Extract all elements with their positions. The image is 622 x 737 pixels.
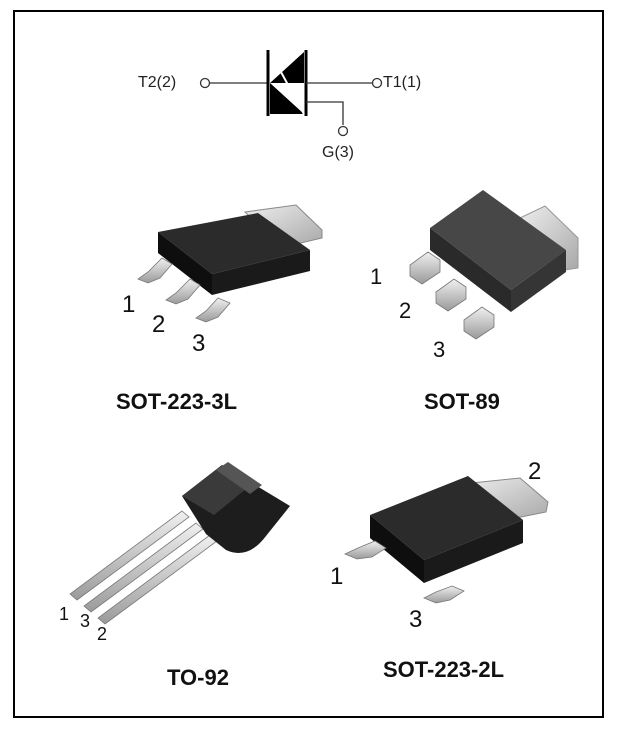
sot89-label: SOT-89	[424, 389, 500, 414]
sot223-3l-body-front	[158, 232, 212, 295]
to92-pin-2: 2	[97, 624, 108, 644]
sot223-2l-pin-3: 3	[409, 606, 423, 633]
triac-diagonal	[269, 51, 305, 115]
sot223-2l-body-side	[424, 520, 523, 583]
sot223-3l-pin-2: 2	[152, 311, 166, 338]
sot223-2l-lead-1	[344, 540, 387, 560]
to92-lead-1	[69, 510, 190, 601]
to92-package	[69, 462, 290, 625]
sot223-2l-pin-2: 2	[528, 458, 542, 485]
t2-label: T2(2)	[138, 74, 177, 91]
sot89-body-top	[430, 190, 566, 290]
sot223-3l-lead-2	[165, 278, 201, 305]
to92-pin-1: 1	[59, 604, 70, 624]
to92-lead-2	[97, 534, 218, 625]
gate-wire	[306, 101, 344, 125]
t1-label: T1(1)	[383, 74, 422, 91]
sot89-lead-2	[435, 278, 467, 312]
sot89-lead-1	[409, 251, 441, 285]
diagram-frame	[13, 10, 604, 718]
sot89-pin-3: 3	[433, 337, 446, 362]
sot223-2l-label: SOT-223-2L	[383, 657, 505, 682]
sot223-2l-pin-1: 1	[330, 563, 344, 590]
to92-pin-3: 3	[80, 611, 91, 631]
t2-terminal	[199, 77, 211, 89]
sot89-package	[409, 190, 579, 340]
sot89-pin-2: 2	[399, 298, 412, 323]
sot223-2l-lead-3	[423, 585, 465, 604]
to92-lead-3	[83, 522, 204, 613]
to92-label: TO-92	[167, 665, 229, 690]
sot223-2l-body-top	[370, 476, 523, 560]
sot223-3l-pin-1: 1	[122, 291, 136, 318]
sot223-3l-body-top	[158, 213, 310, 274]
g-terminal	[337, 125, 349, 137]
sot223-2l-package	[344, 476, 549, 604]
triac-upper-triangle	[270, 52, 304, 83]
sot223-3l-body-side	[212, 250, 310, 295]
sot223-3l-lead-3	[195, 297, 231, 323]
triac-symbol	[199, 50, 383, 137]
sot89-lead-3	[463, 306, 495, 340]
sot223-3l-label: SOT-223-3L	[116, 389, 238, 414]
t1-terminal	[371, 77, 383, 89]
sot223-3l-lead-1	[137, 257, 173, 284]
to92-body-highlight	[216, 462, 262, 494]
sot223-2l-body-front	[370, 515, 424, 583]
triac-lower-triangle	[270, 83, 304, 114]
sot89-body-side	[511, 250, 566, 312]
sot223-3l-package	[137, 204, 323, 323]
sot89-body-front	[430, 228, 511, 312]
g-label: G(3)	[322, 144, 354, 161]
sot89-pin-1: 1	[370, 264, 383, 289]
sot223-3l-pin-3: 3	[192, 330, 206, 357]
